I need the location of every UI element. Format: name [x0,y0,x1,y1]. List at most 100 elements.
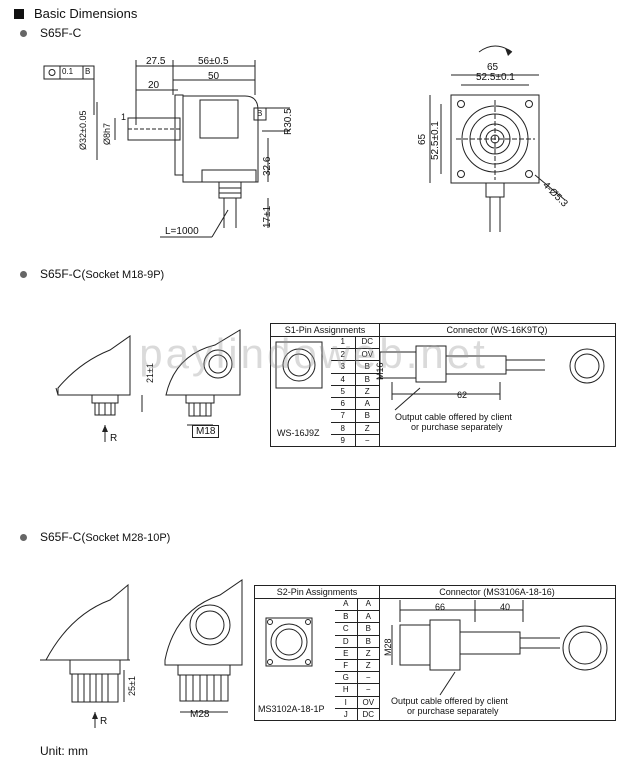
arrow-r-label: R [100,716,108,727]
pin-number: E [335,647,358,660]
pin-signal: Z [364,423,370,433]
pin-row: H− [335,683,379,697]
pin-signal: B [365,624,371,634]
pin-row: 2 OV [331,348,379,362]
note-line-2: or purchase separately [407,706,499,716]
pin-signal: Z [365,648,371,658]
pin-number: B [335,611,358,624]
section-title-m28: S65F-C(Socket M28-10P) [40,530,171,544]
watermark: paylindoweb.net [139,330,488,377]
table-header-left: S2-Pin Assignments [255,586,380,599]
dim-25: 25±1 [127,676,137,696]
dim-m18: M18 [192,425,220,438]
pin-signal: − [364,435,370,445]
dim-m28: M28 [190,709,210,720]
pin-number: C [335,623,358,636]
pin-number: 9 [331,434,356,447]
pin-signal: − [365,685,371,695]
dim-62: 62 [457,390,468,400]
bullet-icon [20,271,27,278]
pin-signal: B [364,362,370,372]
pin-number: H [335,684,358,697]
pin-row: G− [335,671,379,685]
dim-65-side: 65 [417,133,428,145]
pin-signal: B [364,374,370,384]
dim-20: 20 [148,80,160,91]
table-header-left: S1-Pin Assignments [271,324,380,337]
pin-number: D [335,635,358,648]
dim-1: 1 [121,112,127,122]
table-header-right: Connector (WS-16K9TQ) [379,324,615,337]
pin-signal: B [364,411,370,421]
pin-number: G [335,672,358,685]
pin-number: 5 [331,385,356,399]
socket-label: MS3102A-18-1P [258,704,325,714]
pin-number: 6 [331,398,356,411]
dim-50: 50 [208,71,220,82]
pin-number: 7 [331,410,356,423]
section-title-s65fc: S65F-C [40,26,82,40]
pin-number: 2 [331,349,356,362]
dim-m28-connector: M28 [383,638,393,656]
pin-row: I OV [335,695,379,709]
pin-number: 8 [331,422,356,435]
pin-signal: A [365,612,371,622]
pin-number: J [335,708,358,721]
page-title: Basic Dimensions [34,6,138,21]
arrow-r-label: R [110,433,118,444]
section-title-m18: S65F-C(Socket M18-9P) [40,267,165,281]
dim-65-top: 65 [487,62,499,73]
pin-signal: A [364,399,370,409]
dim-52-top: 52.5±0.1 [476,72,515,83]
dim-32: Ø32±0.05 [78,110,88,150]
pin-number: 3 [331,361,356,374]
pin-signal: OV [362,697,375,707]
dim-56: 56±0.5 [198,56,229,67]
cable-length: L=1000 [165,226,199,237]
pin-number: F [335,660,358,673]
pin-signal: OV [361,350,374,360]
bullet-icon [20,30,27,37]
unit-label: Unit: mm [40,744,88,758]
pin-signal: A [365,599,371,608]
pin-signal: Z [364,386,370,396]
dim-r30: R30.5 [283,108,294,135]
note-line-1: Output cable offered by client [391,696,508,706]
dim-8: Ø8h7 [102,122,112,145]
note-line-2: or purchase separately [411,422,503,432]
datum-label-b: B [257,109,263,118]
pin-signal: − [365,673,371,683]
note-line-1: Output cable offered by client [395,412,512,422]
dim-40: 40 [500,602,511,612]
pin-number: A [335,598,358,611]
dim-66: 66 [435,602,446,612]
table-header-right: Connector (MS3106A-18-16) [379,586,615,599]
pin-signal: DC [361,337,374,346]
pin-row: 9− [331,433,379,447]
dim-52-side: 52.5±0.1 [430,121,441,160]
header-square-icon [14,9,24,19]
socket-label: WS-16J9Z [277,428,320,438]
dim-17: 17±1 [262,205,273,228]
datum-label: B [85,67,91,76]
pin-number: 1 [331,336,356,349]
pin-table-s2: S2-Pin Assignments Connector (MS3106A-18… [254,585,616,721]
dim-32-6: 32.6 [262,156,273,176]
pin-number: I [335,696,358,709]
bullet-icon [20,534,27,541]
tolerance-value: 0.1 [62,67,74,76]
